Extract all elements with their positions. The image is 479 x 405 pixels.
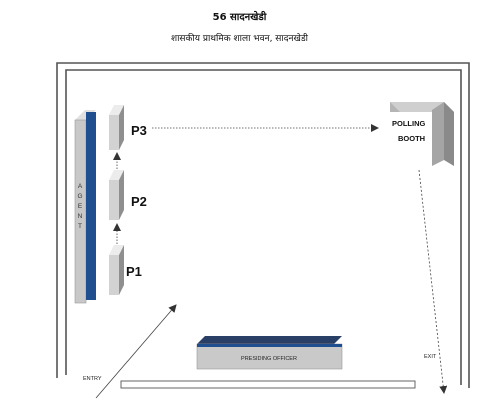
- officer-p2-label: P2: [131, 194, 147, 209]
- arrow-entry-into-room: [95, 304, 177, 399]
- bottom-counter: [120, 380, 416, 389]
- officer-p1-label: P1: [126, 264, 142, 279]
- officer-p3-desk: [109, 105, 124, 150]
- arrow-booth-to-exit: [418, 169, 448, 394]
- polling-booth-label-line1: POLLING: [392, 119, 425, 128]
- officer-p1-desk: [109, 245, 124, 295]
- polling-booth-label-line2: BOOTH: [398, 134, 425, 143]
- room-wall-inner: [65, 69, 462, 385]
- agent-table-blue-face: [86, 112, 96, 300]
- entry-label: ENTRY: [83, 376, 102, 382]
- venue-name: शासकीय प्राथमिक शाला भवन, सादनखेडी: [170, 34, 309, 44]
- polling-booth-screen: [390, 102, 454, 166]
- officer-p2-desk: [109, 170, 124, 220]
- exit-label: EXIT: [424, 354, 437, 360]
- room-wall-outer: [56, 62, 470, 388]
- officer-p3-label: P3: [131, 123, 147, 138]
- agent-letter-g: G: [77, 193, 82, 200]
- agent-letter-e: E: [78, 203, 83, 210]
- agent-letter-n: N: [78, 213, 83, 220]
- agent-table: [74, 110, 96, 304]
- presiding-officer-desk: [196, 336, 343, 370]
- agent-letter-t: T: [78, 223, 82, 230]
- agent-letter-a: A: [78, 183, 83, 190]
- presiding-officer-label: PRESIDING OFFICER: [241, 356, 297, 362]
- booth-title: 56 सादनखेडी: [212, 12, 267, 23]
